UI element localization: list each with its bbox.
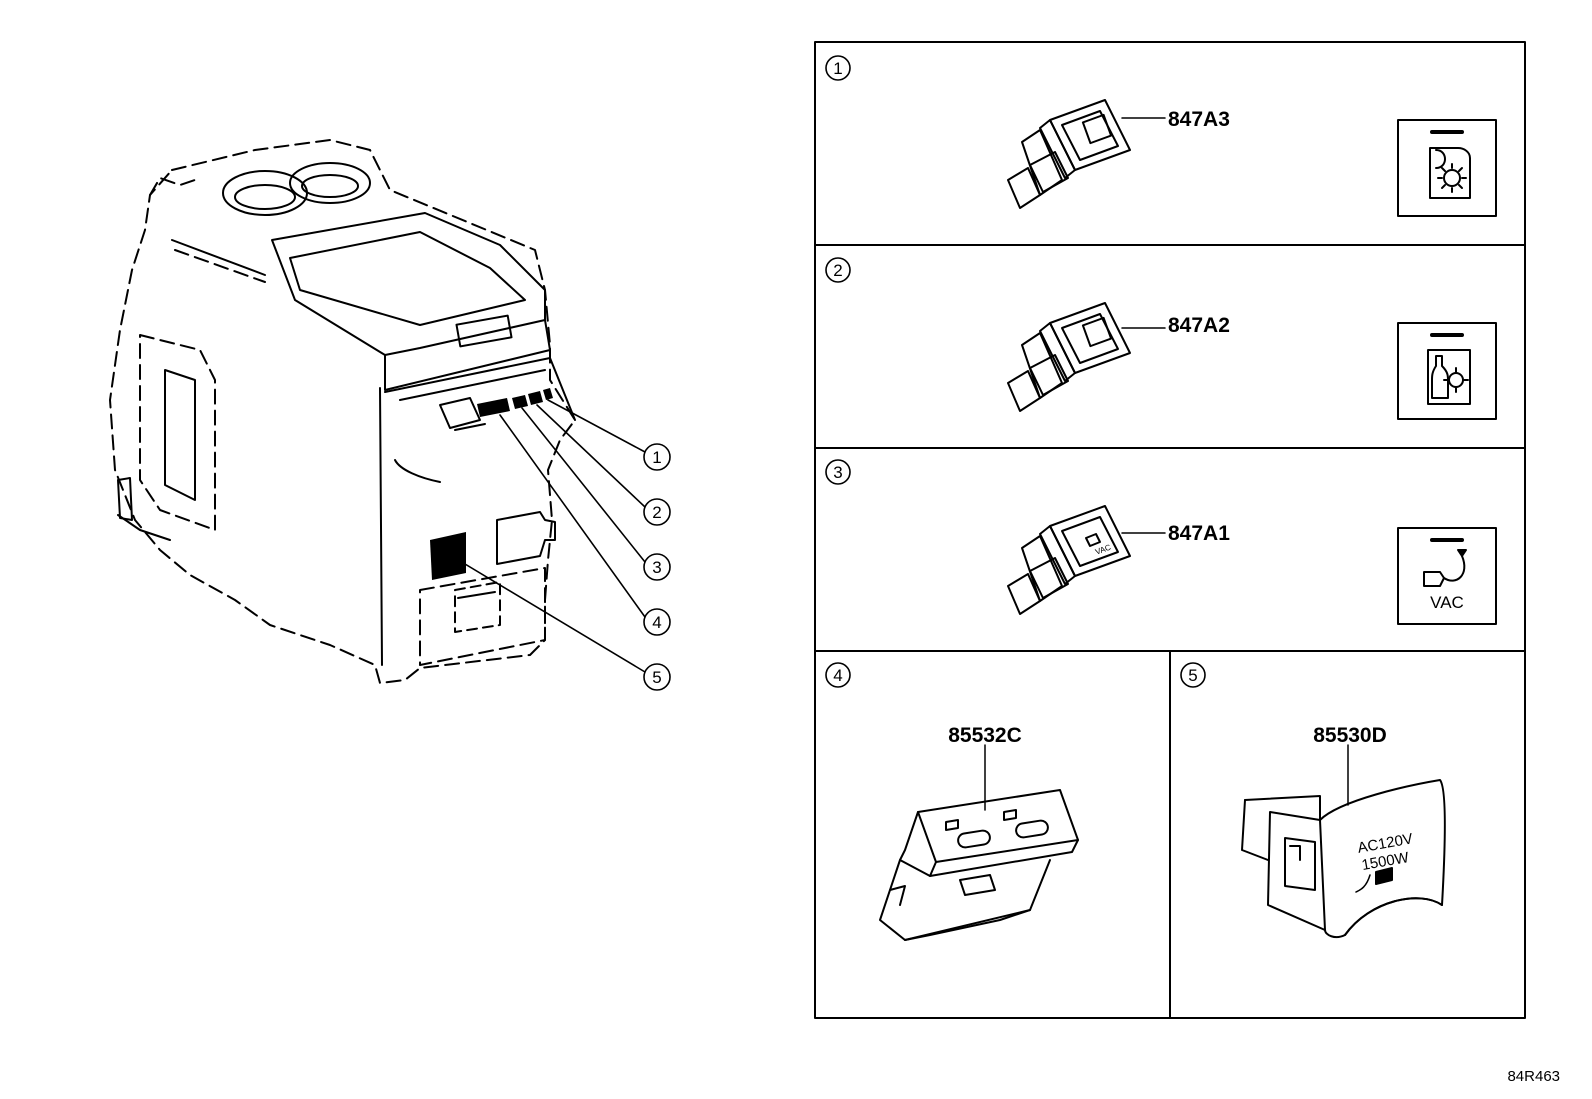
bottle-heat-cool-icon <box>1397 322 1497 420</box>
panel-number-circles <box>825 55 1206 688</box>
cup-heat-cool-icon <box>1397 119 1497 217</box>
switch-847A1-drawing <box>1007 505 1166 615</box>
panel-3-number: 3 <box>833 463 842 482</box>
callout-label-1: 1 <box>652 448 661 467</box>
callout-label-2: 2 <box>652 503 661 522</box>
parts-table <box>814 41 1526 1019</box>
callout-label-4: 4 <box>652 613 661 632</box>
part-847A2: 847A2 <box>1168 314 1230 337</box>
panel-5-number: 5 <box>1188 666 1197 685</box>
part-847A1: 847A1 <box>1168 522 1230 545</box>
vacuum-icon <box>1397 527 1497 625</box>
panel-number-labels: 1 2 3 4 5 <box>833 59 1197 685</box>
part-847A3: 847A3 <box>1168 108 1230 131</box>
callout-labels: 1 2 3 4 5 <box>652 448 661 687</box>
callout-label-5: 5 <box>652 668 661 687</box>
callout-5 <box>643 663 671 691</box>
callout-4 <box>643 608 671 636</box>
switch-847A2-drawing <box>1007 302 1166 412</box>
panel-4-number: 4 <box>833 666 842 685</box>
callout-circles <box>643 443 671 691</box>
part-85530D: 85530D <box>1313 724 1387 747</box>
callout-2 <box>643 498 671 526</box>
panel-2-number: 2 <box>833 261 842 280</box>
vac-icon-text: VAC <box>1430 593 1464 612</box>
part-number-labels: 847A3 847A2 847A1 85532C 85530D <box>948 108 1387 747</box>
console-illustration <box>109 139 576 684</box>
panel-1-number: 1 <box>833 59 842 78</box>
drawing-texts: VAC VAC AC120V 1500W <box>1094 543 1464 874</box>
switch-847A3-drawing <box>1007 99 1166 209</box>
usb-charger-drawing <box>879 744 1079 941</box>
callout-1 <box>643 443 671 471</box>
callout-leaders <box>449 399 646 673</box>
reference-code: 84R463 <box>1507 1068 1560 1085</box>
callout-label-3: 3 <box>652 558 661 577</box>
callout-3 <box>643 553 671 581</box>
part-85532C: 85532C <box>948 724 1022 747</box>
ac-outlet-drawing <box>1241 744 1446 939</box>
